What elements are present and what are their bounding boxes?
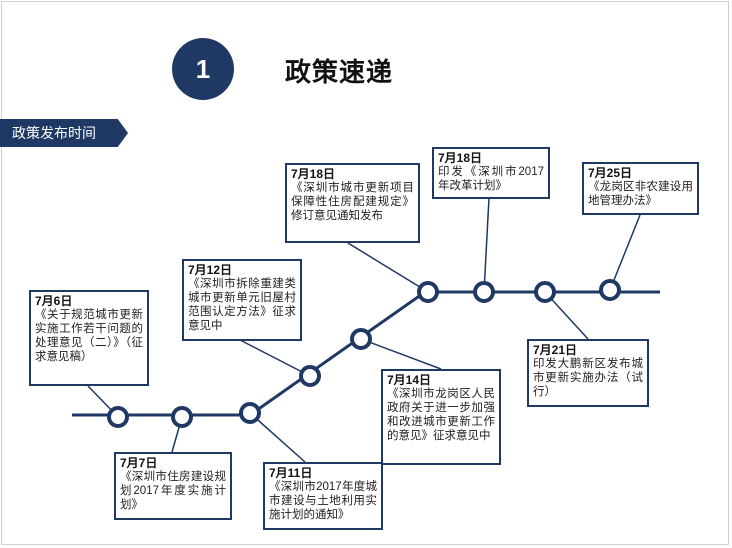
event-box-7-7: 7月7日 《深圳市住房建设规划2017年度实施计划》: [114, 452, 232, 520]
node-7-12: [299, 365, 321, 387]
event-date: 7月21日: [533, 343, 578, 357]
node-7-21: [534, 281, 556, 303]
node-7-6: [107, 406, 129, 428]
event-date: 7月7日: [120, 456, 158, 470]
node-7-18b: [473, 281, 495, 303]
event-box-7-11: 7月11日 《深圳市2017年度城市建设与土地利用实施计划的通知》: [263, 462, 383, 530]
event-text: 《深圳市城市更新项目保障性住房配建规定》修订意见通知发布: [291, 182, 414, 222]
event-box-7-6: 7月6日 《关于规范城市更新实施工作若干问题的处理意见（二）》（征求意见稿）: [29, 290, 149, 386]
section-number-badge: 1: [172, 38, 234, 100]
event-box-7-14: 7月14日 《深圳市龙岗区人民政府关于进一步加强和改进城市更新工作的意见》征求意…: [381, 369, 501, 465]
event-date: 7月11日: [269, 466, 313, 480]
nodes: [107, 279, 621, 428]
event-date: 7月18日: [291, 167, 336, 181]
event-box-7-21: 7月21日 印发大鹏新区发布城市更新实施办法（试行）: [527, 339, 649, 407]
event-text: 印发《深圳市2017年改革计划》: [438, 166, 544, 192]
section-tag: 政策发布时间: [0, 119, 128, 147]
event-date: 7月14日: [387, 373, 432, 387]
node-7-7: [171, 406, 193, 428]
connector-7-25: [609, 214, 641, 291]
node-7-25: [599, 279, 621, 301]
event-text: 《深圳市龙岗区人民政府关于进一步加强和改进城市更新工作的意见》征求意见中: [387, 388, 495, 442]
event-text: 《深圳市住房建设规划2017年度实施计划》: [120, 471, 226, 511]
event-box-7-18b: 7月18日 印发《深圳市2017年改革计划》: [432, 147, 550, 199]
event-box-7-12: 7月12日 《深圳市拆除重建类城市更新单元旧屋村范围认定方法》征求意见中: [182, 259, 302, 341]
node-7-14: [350, 328, 372, 350]
event-text: 《关于规范城市更新实施工作若干问题的处理意见（二）》（征求意见稿）: [35, 309, 143, 363]
node-7-18a: [417, 281, 439, 303]
connector-7-12: [239, 339, 311, 377]
event-date: 7月6日: [35, 294, 73, 308]
event-text: 印发大鹏新区发布城市更新实施办法（试行）: [533, 358, 643, 398]
event-date: 7月18日: [438, 151, 483, 165]
event-box-7-25: 7月25日 《龙岗区非农建设用地管理办法》: [582, 162, 699, 215]
event-text: 《深圳市拆除重建类城市更新单元旧屋村范围认定方法》征求意见中: [188, 278, 296, 332]
page-title: 政策速递: [285, 57, 394, 87]
event-date: 7月25日: [588, 166, 633, 180]
event-text: 《深圳市2017年度城市建设与土地利用实施计划的通知》: [269, 481, 377, 521]
connector-7-18a: [347, 242, 429, 293]
event-date: 7月12日: [188, 263, 233, 277]
event-box-7-18a: 7月18日 《深圳市城市更新项目保障性住房配建规定》修订意见通知发布: [285, 163, 420, 243]
node-7-11: [239, 402, 261, 424]
event-text: 《龙岗区非农建设用地管理办法》: [588, 181, 693, 207]
connector-7-11: [249, 412, 306, 463]
connector-7-14: [360, 338, 442, 370]
connector-7-18b: [483, 197, 490, 293]
